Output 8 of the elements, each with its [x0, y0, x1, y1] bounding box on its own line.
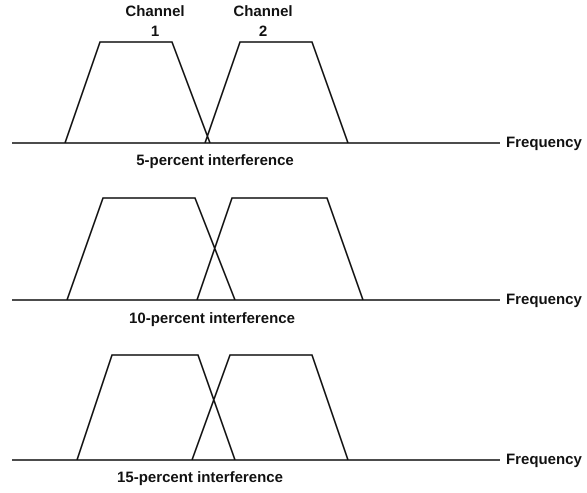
axis-label: Frequency	[506, 133, 582, 153]
panel-caption: 10-percent interference	[128, 309, 296, 329]
panel-caption: 15-percent interference	[116, 468, 284, 488]
panel-caption: 5-percent interference	[135, 151, 295, 171]
axis-label: Frequency	[506, 290, 582, 310]
channel-label: Channel 2	[232, 2, 294, 42]
channel-label: Channel 1	[124, 2, 186, 42]
axis-label: Frequency	[506, 450, 582, 470]
